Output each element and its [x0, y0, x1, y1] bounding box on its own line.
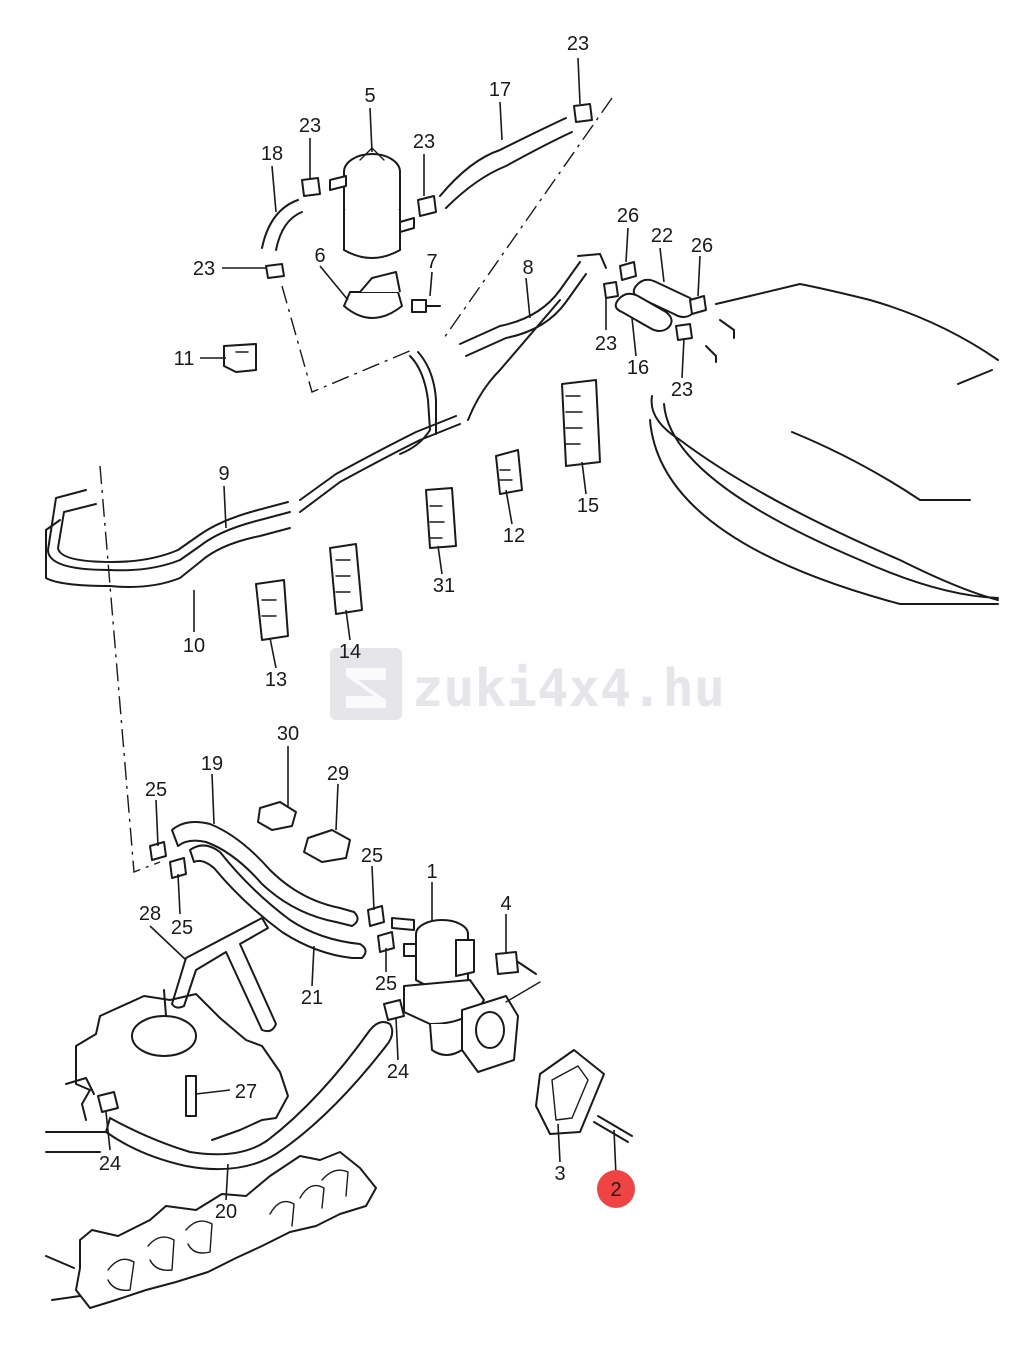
highlighted-callout-2[interactable]: 2	[597, 1170, 635, 1208]
callout-25: 25	[375, 973, 397, 995]
clips-group	[255, 379, 601, 641]
callout-17: 17	[489, 79, 511, 101]
callout-23: 23	[299, 115, 321, 137]
clip-30	[257, 801, 297, 831]
clip-29	[303, 829, 351, 863]
callout-20: 20	[215, 1201, 237, 1223]
callout-23: 23	[671, 379, 693, 401]
clamp-25-24-group	[97, 841, 405, 1113]
hose-18	[261, 199, 303, 251]
callout-25: 25	[361, 845, 383, 867]
callout-23: 23	[595, 333, 617, 355]
callout-19: 19	[201, 753, 223, 775]
callout-24: 24	[387, 1061, 409, 1083]
hose-16	[614, 292, 673, 332]
callout-1: 1	[426, 861, 437, 883]
callout-24: 24	[99, 1153, 121, 1175]
callout-11: 11	[174, 348, 195, 370]
exhaust-manifold	[75, 1151, 377, 1309]
callout-25: 25	[171, 917, 193, 939]
pipe-9	[47, 351, 461, 572]
callout-23: 23	[193, 258, 215, 280]
gasket-3	[535, 1049, 605, 1135]
fuel-filter-assembly	[223, 147, 441, 373]
fuel-pump-assembly	[391, 917, 519, 1073]
callout-25: 25	[145, 779, 167, 801]
callout-8: 8	[522, 257, 533, 279]
callout-5: 5	[364, 85, 375, 107]
leader-lines	[105, 57, 701, 1201]
callout-13: 13	[265, 669, 287, 691]
callout-27: 27	[235, 1081, 257, 1103]
callout-29: 29	[327, 763, 349, 785]
bracket-28	[171, 917, 277, 1033]
callout-15: 15	[577, 495, 599, 517]
hose-20	[105, 1021, 394, 1171]
callout-7: 7	[426, 251, 437, 273]
callout-4: 4	[500, 893, 511, 915]
throttle-body	[131, 1015, 197, 1057]
callout-31: 31	[433, 575, 455, 597]
fuel-tank	[649, 283, 999, 605]
callout-3: 3	[554, 1163, 565, 1185]
callout-23: 23	[413, 131, 435, 153]
callout-12: 12	[503, 525, 525, 547]
callout-18: 18	[261, 143, 283, 165]
watermark-text: zuki4x4.hu	[412, 659, 725, 719]
hose-19	[171, 821, 359, 927]
hose-21	[189, 844, 367, 959]
callout-9: 9	[218, 463, 229, 485]
intake-manifold	[45, 993, 289, 1153]
clip-27	[185, 1075, 197, 1117]
pipe-8	[459, 261, 587, 421]
callout-26: 26	[617, 205, 639, 227]
callout-14: 14	[339, 641, 361, 663]
callout-22: 22	[651, 225, 673, 247]
highlight-badge	[597, 1170, 635, 1208]
callout-16: 16	[627, 357, 649, 379]
callout-21: 21	[301, 987, 323, 1009]
callout-labels: 23 17 5 23 23 18 23 6 7 8 26 22 26 23 16…	[99, 33, 713, 1223]
callout-10: 10	[183, 635, 205, 657]
watermark: zuki4x4.hu	[330, 648, 725, 720]
pin-2	[593, 1115, 633, 1143]
clamp-23-group	[265, 103, 693, 341]
callout-30: 30	[277, 723, 299, 745]
pipe-10	[45, 519, 291, 588]
bolt-4	[495, 951, 519, 975]
callout-28: 28	[139, 903, 161, 925]
callout-6: 6	[314, 245, 325, 267]
hose-17	[439, 117, 573, 209]
callout-2: 2	[610, 1179, 621, 1201]
callout-26: 26	[691, 235, 713, 257]
callout-23: 23	[567, 33, 589, 55]
